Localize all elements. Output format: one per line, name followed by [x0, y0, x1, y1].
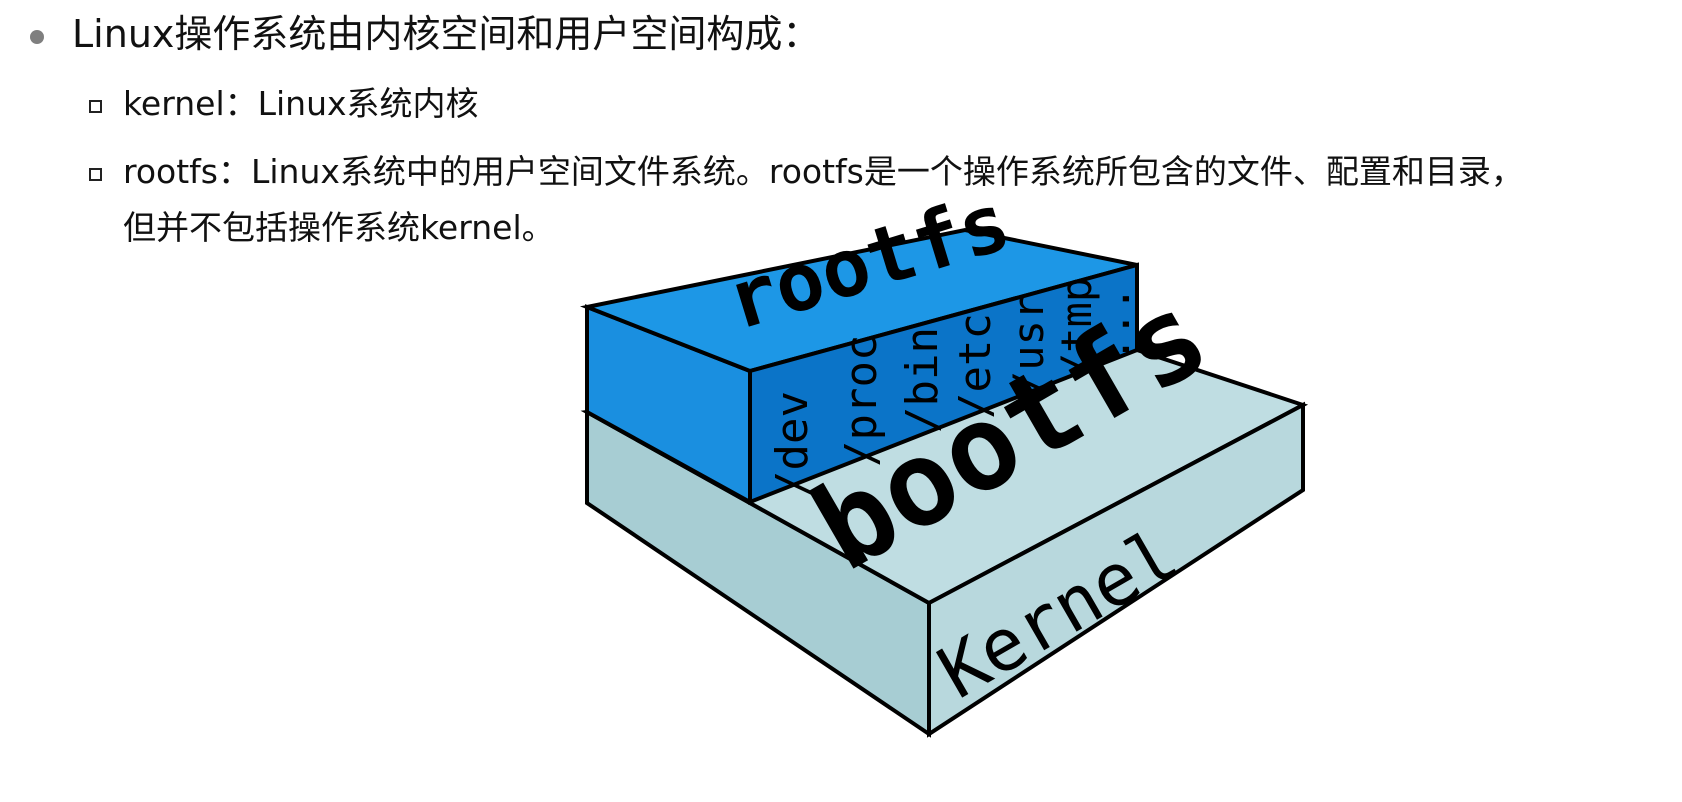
dir-etc-label: /etc: [950, 313, 1001, 419]
kernel-layer-front-face: [927, 401, 1305, 738]
kernel-bullet-text: kernel：Linux系统内核: [123, 84, 479, 123]
rootfs-layer-front-face: [748, 262, 1139, 505]
sub-bullet-square: [89, 100, 102, 113]
dir-usr-label: /usr: [1004, 295, 1053, 396]
rootfs-bullet-text-line1: rootfs：Linux系统中的用户空间文件系统。rootfs是一个操作系统所包…: [123, 152, 1524, 191]
dir-ellipsis-label: ...: [1090, 286, 1139, 362]
dir-dev-label: /dev: [767, 391, 818, 497]
sub-bullet-square: [89, 168, 102, 181]
dir-tmp-label: /tmp: [1052, 277, 1101, 378]
main-bullet-text: Linux操作系统由内核空间和用户空间构成：: [72, 12, 821, 56]
main-bullet-dot: [30, 30, 44, 44]
dir-proc-label: /proc: [836, 335, 887, 467]
rootfs-bullet-text-line2: 但并不包括操作系统kernel。: [123, 208, 555, 247]
dir-bin-label: /bin: [897, 327, 948, 433]
rootfs-directory-labels: /dev /proc /bin /etc /usr /tmp ...: [767, 277, 1139, 497]
